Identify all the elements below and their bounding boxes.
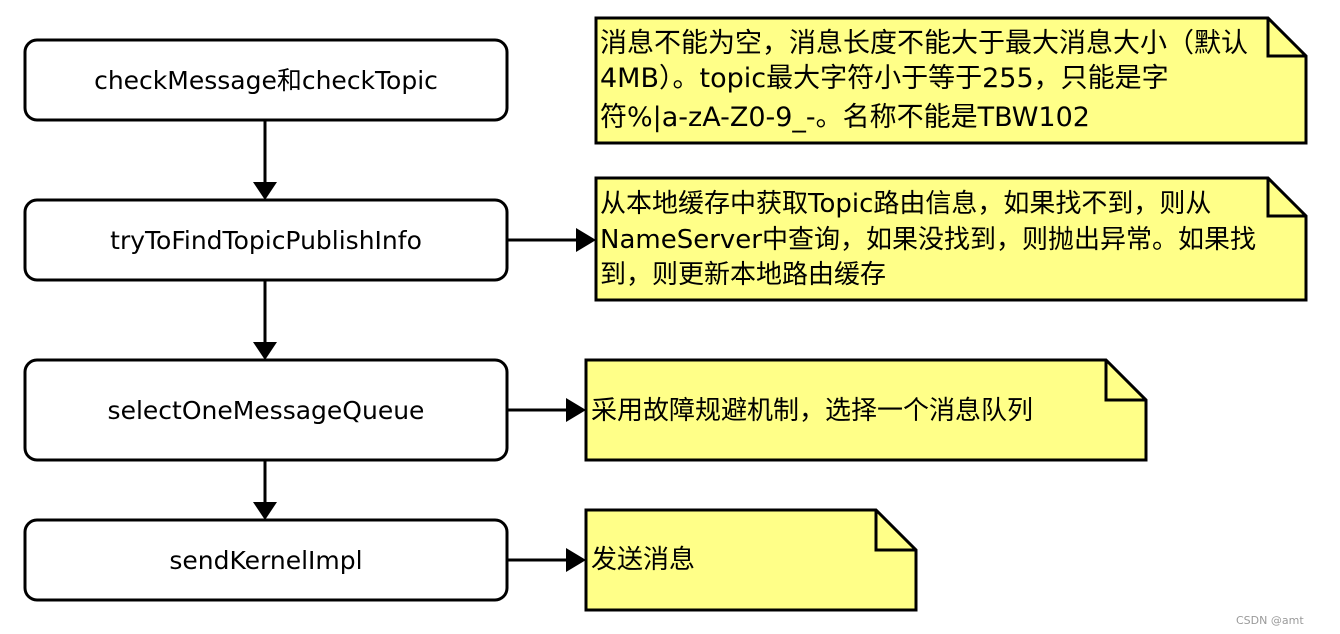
step-box-send-kernel: sendKernelImpl	[23, 518, 509, 602]
note-check-line-3: 符%|a-zA-Z0-9_-。名称不能是TBW102	[600, 102, 1090, 133]
note-select-line-1: 采用故障规避机制，选择一个消息队列	[591, 396, 1033, 426]
note-check-line-2: 4MB）。topic最大字符小于等于255，只能是字	[600, 63, 1169, 94]
note-arrows	[507, 228, 596, 572]
note-route-line-3: 到，则更新本地路由缓存	[600, 260, 886, 290]
step-label-send-kernel: sendKernelImpl	[169, 546, 362, 575]
arrowhead-note4	[566, 548, 586, 572]
notes: 消息不能为空，消息长度不能大于最大消息大小（默认 4MB）。topic最大字符小…	[584, 16, 1308, 612]
watermark-text: CSDN @amt	[1236, 614, 1304, 627]
note-route-line-1: 从本地缓存中获取Topic路由信息，如果找不到，则从	[600, 189, 1211, 219]
arrowhead-step3	[253, 342, 277, 360]
arrowhead-step2	[253, 182, 277, 200]
note-check-rules: 消息不能为空，消息长度不能大于最大消息大小（默认 4MB）。topic最大字符小…	[594, 16, 1308, 145]
step-boxes: checkMessage和checkTopic tryToFindTopicPu…	[23, 38, 509, 602]
note-route-line-2: NameServer中查询，如果没找到，则抛出异常。如果找	[600, 225, 1256, 255]
step-box-find-route: tryToFindTopicPublishInfo	[23, 198, 509, 282]
arrowhead-note3	[566, 398, 586, 422]
step-label-check: checkMessage和checkTopic	[94, 66, 438, 95]
note-send-line-1: 发送消息	[591, 545, 695, 575]
step-label-find-route: tryToFindTopicPublishInfo	[110, 226, 422, 255]
note-check-line-1: 消息不能为空，消息长度不能大于最大消息大小（默认	[600, 28, 1248, 59]
note-send-message: 发送消息	[584, 508, 918, 612]
step-label-select-queue: selectOneMessageQueue	[108, 396, 425, 425]
note-route-info: 从本地缓存中获取Topic路由信息，如果找不到，则从 NameServer中查询…	[594, 176, 1308, 302]
step-box-select-queue: selectOneMessageQueue	[23, 358, 509, 462]
step-box-check: checkMessage和checkTopic	[23, 38, 509, 122]
flow-arrows	[253, 120, 277, 520]
note-select-queue: 采用故障规避机制，选择一个消息队列	[584, 358, 1148, 462]
arrowhead-step4	[253, 502, 277, 520]
arrowhead-note2	[576, 228, 596, 252]
